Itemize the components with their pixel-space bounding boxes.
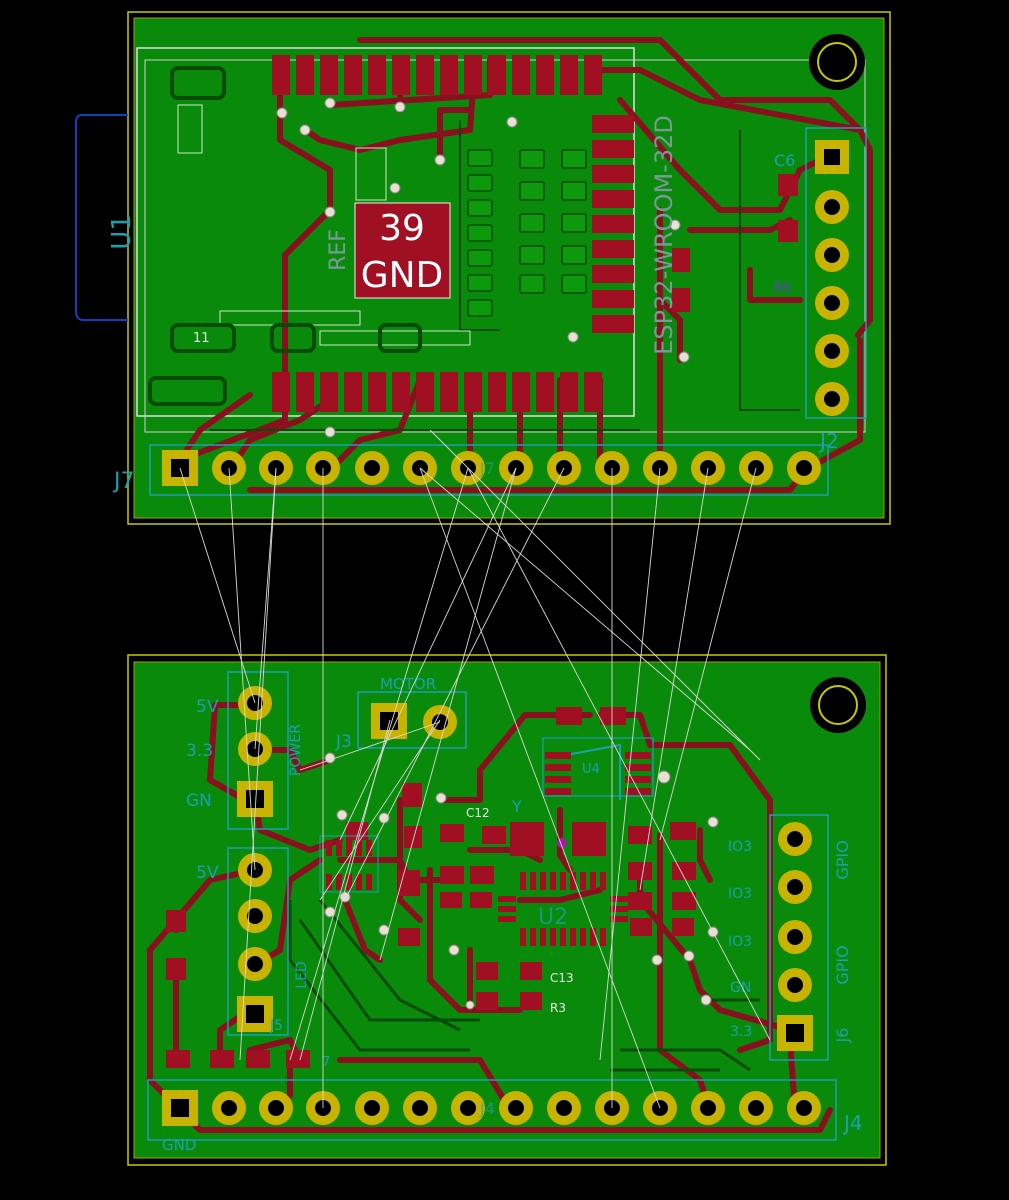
label-3v3-right: 3.3	[730, 1024, 752, 1040]
j7-inner-label: J7	[479, 459, 495, 478]
io33-label: IO3	[728, 886, 752, 902]
j7-outline	[149, 444, 829, 496]
c12-label: C12	[466, 806, 490, 820]
ratsnest-lines	[179, 429, 771, 1109]
j7-header	[162, 450, 821, 486]
u1-label: U1	[107, 214, 137, 250]
top-vias	[276, 97, 690, 438]
u4-outline	[542, 737, 654, 797]
label-5v-mid: 5V	[196, 863, 219, 883]
j2-label: J2	[818, 429, 839, 453]
r3-label: R3	[550, 1001, 566, 1015]
j2-outline	[805, 127, 867, 419]
gnd-right-label: GN	[730, 980, 751, 996]
module-value-label: ESP32-WROOM-32D	[650, 115, 678, 355]
r5-label: R5	[774, 281, 791, 296]
pad-39-gnd[interactable]	[354, 202, 451, 299]
j4-inner-label: J4	[479, 1099, 495, 1118]
gpio-label-bottom: GPIO	[833, 945, 852, 984]
ref-label: REF	[326, 229, 351, 271]
motor-outline	[357, 691, 467, 749]
power-label: POWER	[288, 724, 304, 776]
top-board-outline	[127, 11, 891, 525]
io35-label: IO3	[728, 934, 752, 950]
j7-label: J7	[112, 469, 135, 494]
antenna-outline	[75, 114, 128, 321]
module-right-pads	[592, 115, 634, 333]
j6-label: J6	[833, 1028, 852, 1044]
mounting-hole-top-ring	[817, 42, 857, 82]
label-5v-top: 5V	[196, 697, 219, 717]
bottom-board[interactable]: 5V 3.3 GN 5V POWER LED J5 7 MOTOR J3	[127, 654, 887, 1166]
io32-label: IO3	[728, 839, 752, 855]
u4-label: U4	[582, 762, 600, 777]
motor-pin-1-hole	[380, 712, 398, 730]
module-bottom-pads	[272, 372, 602, 412]
top-zone-edges	[210, 120, 800, 431]
led-label: LED	[294, 961, 310, 988]
power-header-outline	[227, 671, 289, 830]
label-3v3: 3.3	[186, 741, 213, 761]
top-board[interactable]: 39 GND C6 R5	[75, 11, 891, 525]
motor-label: MOTOR	[380, 675, 436, 693]
mounting-hole-bottom-ring	[818, 685, 858, 725]
pad-39-net: GND	[361, 255, 444, 296]
module-center-grid	[467, 149, 587, 317]
u4-silk-line	[565, 743, 621, 800]
bottom-board-outline	[127, 654, 887, 1166]
j6-outline	[769, 814, 829, 1061]
c6-r5-pads	[672, 174, 798, 312]
j2-header	[815, 140, 849, 416]
j4-outline	[147, 1079, 837, 1141]
gpio-label-top: GPIO	[833, 840, 852, 879]
u2-label: U2	[538, 905, 568, 930]
j4-label: J4	[842, 1111, 863, 1135]
module-top-pads	[272, 55, 602, 95]
led-header-outline	[227, 847, 289, 1036]
j7b-label: 7	[322, 1055, 330, 1070]
j3-label: J3	[335, 732, 352, 752]
led-pads	[166, 910, 310, 1068]
label-gnd-left: GN	[186, 791, 212, 811]
u4-pads	[545, 707, 651, 795]
gnd-bottom-label: GND	[162, 1136, 196, 1154]
c6-label: C6	[774, 151, 795, 170]
j4-header	[162, 1090, 821, 1126]
u2-pins	[498, 872, 628, 946]
j6-header	[777, 822, 813, 1051]
left-ic-pins	[326, 840, 372, 890]
c13-label: C13	[550, 971, 574, 985]
pad-39-number: 39	[379, 208, 425, 249]
top-small-pads	[148, 66, 422, 406]
y1-label: Y	[511, 797, 522, 816]
pad-11-label: 11	[193, 331, 210, 346]
j5-label: J5	[269, 1018, 283, 1034]
